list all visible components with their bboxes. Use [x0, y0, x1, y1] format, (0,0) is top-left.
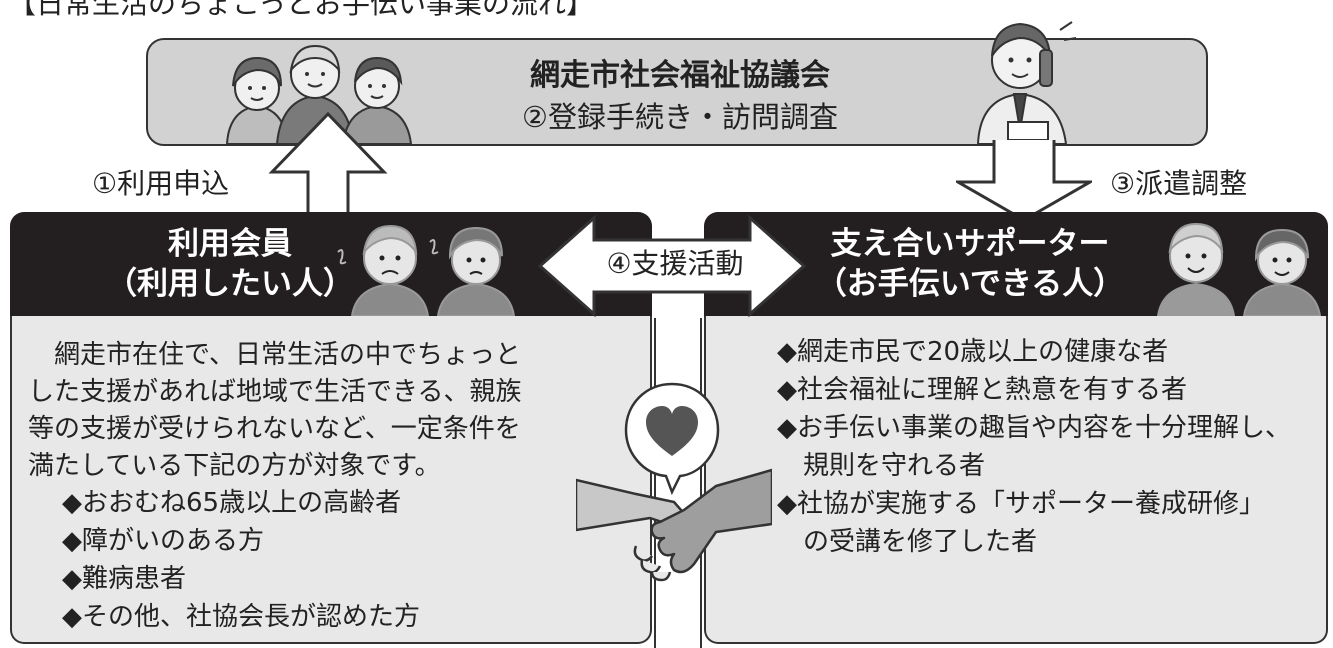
staff-phone-illustration — [976, 21, 1077, 144]
dispatch-step-label: ③派遣調整 — [1110, 167, 1248, 200]
member-description-line: 網走市在住で、日常生活の中でちょっと — [28, 340, 521, 370]
council-step-label: ②登録手続き・訪問調査 — [522, 100, 838, 134]
worried-elderly-illustration — [337, 224, 516, 316]
member-panel-body — [10, 316, 652, 644]
helpful-supporters-illustration — [1156, 222, 1322, 316]
supporter-criteria-item: ◆社協が実施する「サポーター養成研修」 — [777, 489, 1265, 519]
supporter-criteria-item: ◆網走市民で20歳以上の健康な者 — [777, 337, 1169, 367]
dispatch-arrow — [956, 140, 1092, 222]
council-name: 網走市社会福祉協議会 — [530, 58, 830, 93]
member-criteria-item: ◆障がいのある方 — [62, 526, 264, 556]
member-subtitle: （利用したい人） — [106, 266, 354, 302]
supporter-panel-body — [704, 316, 1328, 644]
page-title: 【日常生活のちょこっとお手伝い事業の流れ】 — [8, 0, 595, 20]
supporter-criteria-item: ◆お手伝い事業の趣旨や内容を十分理解し、 — [777, 413, 1291, 443]
support-step-label: ④支援活動 — [606, 247, 744, 280]
member-description-line: した支援があれば地域で生活できる、親族 — [28, 377, 522, 407]
center-divider — [654, 318, 702, 648]
apply-arrow — [268, 111, 388, 214]
member-description-line: 満たしている下記の方が対象です。 — [28, 451, 441, 481]
supporter-title: 支え合いサポーター — [830, 226, 1110, 262]
supporter-criteria-item: 規則を守れる者 — [777, 451, 986, 481]
handshake-icon — [576, 468, 772, 582]
member-criteria-item: ◆難病患者 — [62, 564, 186, 594]
apply-step-label: ①利用申込 — [92, 167, 230, 200]
supporter-criteria-item: ◆社会福祉に理解と熱意を有する者 — [777, 375, 1187, 405]
heart-icon — [624, 382, 720, 496]
support-double-arrow — [537, 214, 807, 318]
member-criteria-item: ◆おおむね65歳以上の高齢者 — [62, 488, 402, 518]
member-description-line: 等の支援が受けられないなど、一定条件を — [28, 414, 521, 444]
member-title: 利用会員 — [168, 226, 292, 262]
member-criteria-item: ◆その他、社協会長が認めた方 — [62, 602, 420, 632]
supporter-criteria-item: の受講を修了した者 — [777, 527, 1038, 557]
supporter-subtitle: （お手伝いできる人） — [815, 266, 1125, 302]
elderly-group-illustration — [225, 44, 413, 144]
